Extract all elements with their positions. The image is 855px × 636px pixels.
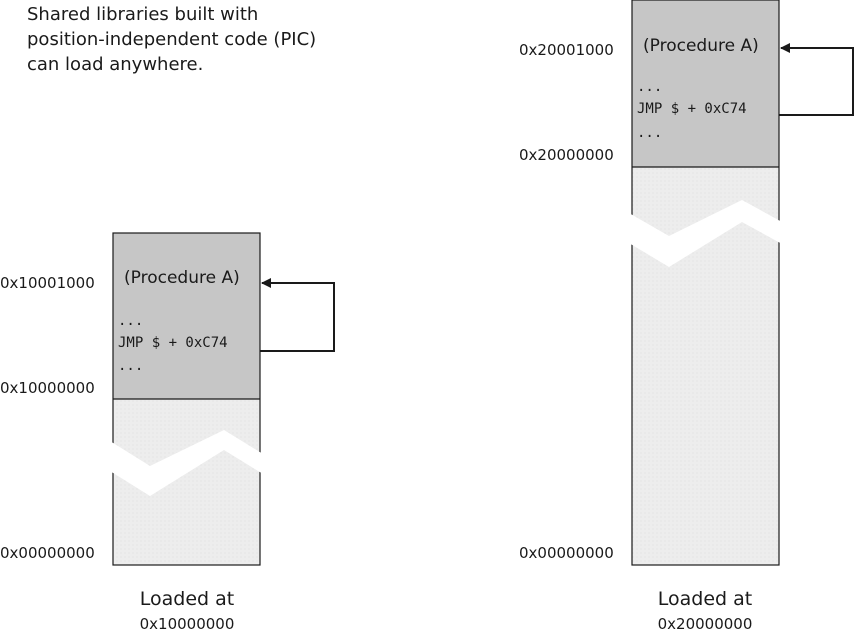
right-procedure-label: (Procedure A) bbox=[643, 36, 759, 56]
left-code-line-2: JMP $ + 0xC74 bbox=[118, 335, 228, 351]
right-loaded-address: 0x20000000 bbox=[657, 615, 753, 633]
caption-line-2: position-independent code (PIC) bbox=[27, 29, 317, 50]
left-jump-arrow bbox=[260, 278, 335, 352]
right-loaded-caption: Loaded at 0x20000000 bbox=[630, 586, 780, 636]
right-code-line-2: JMP $ + 0xC74 bbox=[637, 101, 747, 117]
right-jump-arrow bbox=[779, 43, 854, 116]
left-memory-column bbox=[110, 232, 335, 566]
right-code-region bbox=[632, 0, 779, 167]
right-code-line-1: ... bbox=[637, 79, 663, 95]
left-address-base: 0x10000000 bbox=[0, 379, 95, 397]
left-break-band bbox=[110, 430, 263, 496]
left-code-region bbox=[113, 233, 260, 399]
left-loaded-label: Loaded at bbox=[139, 588, 235, 610]
caption: Shared libraries built with position-ind… bbox=[27, 2, 407, 77]
right-break-band bbox=[629, 200, 782, 267]
left-code-line-1: ... bbox=[118, 313, 144, 329]
right-code-line-3: ... bbox=[637, 125, 663, 141]
caption-line-3: can load anywhere. bbox=[27, 54, 204, 75]
right-memory-column bbox=[629, 0, 854, 566]
left-loaded-address: 0x10000000 bbox=[139, 615, 235, 633]
left-procedure-label: (Procedure A) bbox=[124, 268, 240, 288]
right-loaded-label: Loaded at bbox=[657, 588, 753, 610]
caption-line-1: Shared libraries built with bbox=[27, 4, 259, 25]
right-address-zero: 0x00000000 bbox=[519, 544, 614, 562]
right-column-outline bbox=[631, 0, 780, 566]
right-address-base: 0x20000000 bbox=[519, 146, 614, 164]
right-address-procedure: 0x20001000 bbox=[519, 41, 614, 59]
left-loaded-caption: Loaded at 0x10000000 bbox=[112, 586, 262, 636]
left-code-line-3: ... bbox=[118, 358, 144, 374]
left-address-procedure: 0x10001000 bbox=[0, 274, 95, 292]
left-address-zero: 0x00000000 bbox=[0, 544, 95, 562]
